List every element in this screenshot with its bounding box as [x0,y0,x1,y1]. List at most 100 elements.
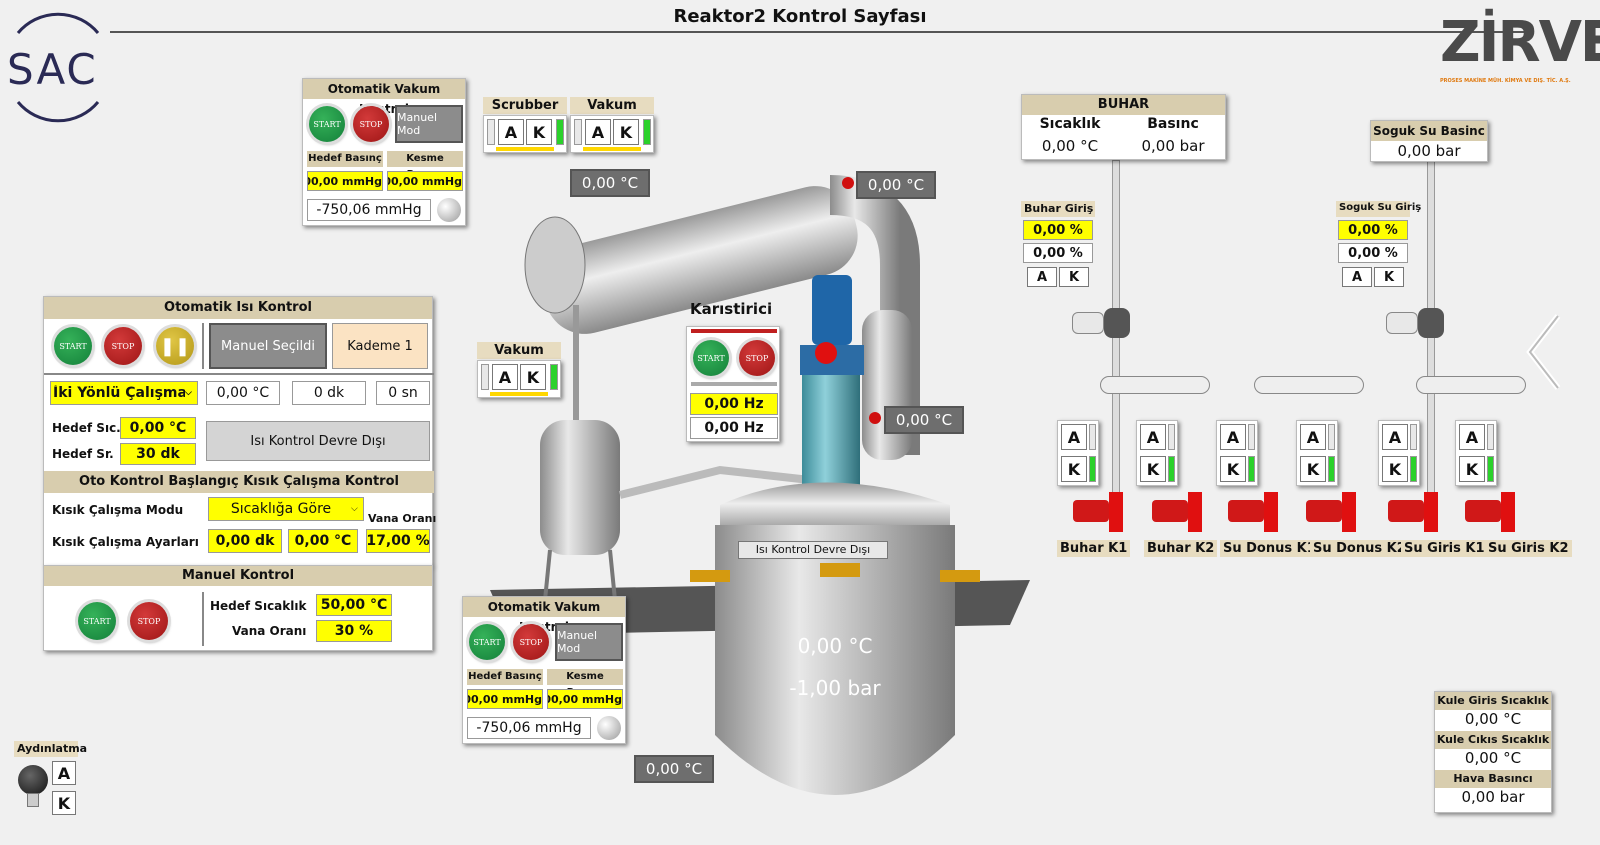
heat-target-temp[interactable]: 0,00 °C [120,417,196,439]
heat-set-valve[interactable]: 17,00 % [366,529,430,553]
sac-logo-ring-icon [16,12,100,123]
valve-buhar-k1-actuator-icon [1073,500,1109,522]
vakum-top-k-button[interactable]: K [613,119,639,145]
valve-su-giris-k1-k-button[interactable]: K [1382,456,1408,482]
heat-manual-selected-button[interactable]: Manuel Seçildi [209,323,327,369]
steam-temp-label: Sıcaklık [1039,116,1101,132]
chevron-left-icon[interactable] [1524,312,1564,392]
vacuum-top-target-value[interactable]: 100,00 mmHg [307,171,383,191]
valve-body-right-icon [1418,308,1444,338]
cold-in-a-button[interactable]: A [1342,267,1372,287]
heat-status: Isı Kontrol Devre Dışı [206,421,430,461]
manual-target-value[interactable]: 50,00 °C [316,594,392,616]
vacuum-bottom-target-value[interactable]: 100,00 mmHg [467,689,543,709]
valve-su-donus-k1-k-button[interactable]: K [1220,456,1246,482]
steam-in-k-button[interactable]: K [1059,267,1089,287]
vacuum-top-manual-button[interactable]: Manuel Mod [395,105,463,143]
heat-set-temp[interactable]: 0,00 °C [288,529,358,553]
valve-su-giris-k2-actuator-icon [1465,500,1501,522]
valve-handle-right-icon [1386,312,1418,334]
chevron-down-icon: ⌵ [351,504,358,514]
zirve-logo: ZİRVE PROSES MAKİNE MÜH. KİMYA VE DIŞ. T… [1440,8,1600,96]
lighting-label: Aydınlatma [14,741,87,757]
valve-buhar-k1-a-bar [1089,424,1096,450]
page-title: Reaktor2 Kontrol Sayfası [673,6,927,27]
manual-valve-label: Vana Oranı [232,624,307,638]
vacuum-top-start-button[interactable]: START [309,106,345,142]
valve-su-giris-k2: A K [1455,420,1555,560]
heat-target-time-label: Hedef Sr. [52,447,114,461]
steam-in-v2: 0,00 % [1023,243,1093,263]
valve-su-donus-k2-k-bar [1328,456,1335,482]
valve-buhar-k2-k-bar [1168,456,1175,482]
heat-start-button[interactable]: START [54,327,92,365]
vacuum-top-cut-value[interactable]: 200,00 mmHg [387,171,463,191]
manual-stop-button[interactable]: STOP [130,602,168,640]
heat-low-mode-select[interactable]: Sıcaklığa Göre⌵ [208,497,364,521]
heat-set-time[interactable]: 0,00 dk [208,529,282,553]
vacuum-bottom-start-button[interactable]: START [469,624,505,660]
heat-target-time[interactable]: 30 dk [120,443,196,465]
vacuum-bottom-stop-button[interactable]: STOP [513,624,549,660]
cold-water-label: Soguk Su Basinc [1371,121,1487,141]
condenser-right-temp: 0,00 °C [856,171,936,199]
lighting-a-button[interactable]: A [52,761,76,785]
header-pipe-3 [1416,376,1526,394]
vacuum-top-indicator-icon [437,198,461,222]
mixer-stop-button[interactable]: STOP [739,340,775,376]
valve-su-donus-k2-a-button[interactable]: A [1300,424,1326,450]
valve-su-giris-k1-caption: Su Giris K1 [1401,540,1488,557]
mixer-panel: START STOP 0,00 Hz 0,00 Hz [686,326,780,442]
heat-mode-select[interactable]: İki Yönlü Çalışma⌵ [50,381,198,405]
heat-stage-button[interactable]: Kademe 1 [332,323,428,369]
valve-buhar-k1-a-button[interactable]: A [1061,424,1087,450]
vakum-top-a-button[interactable]: A [585,119,611,145]
bulb-icon [18,765,48,795]
heat-control-panel: Otomatik Isı Kontrol START STOP ❚❚ Manue… [43,296,436,566]
steam-in-label: Buhar Giriş [1021,201,1095,217]
zirve-logo-text: ZİRVE [1440,10,1600,75]
vacuum-bottom-cut-label: Kesme Basınç [547,669,623,698]
manual-start-button[interactable]: START [78,602,116,640]
valve-su-giris-k2-a-bar [1487,424,1494,450]
valve-su-giris-k2-k-button[interactable]: K [1459,456,1485,482]
steam-panel: BUHAR Sıcaklık Basınc 0,00 °C 0,00 bar [1021,94,1226,160]
valve-su-giris-k1: A K Su Giris K1 [1378,420,1478,560]
tower-panel: Kule Giris Sıcaklık 0,00 °C Kule Cıkıs S… [1434,691,1552,813]
condenser-left-temp: 0,00 °C [570,169,650,197]
valve-su-donus-k1-label: Su Donus K1 [1220,540,1319,557]
valve-su-donus-k2-body-icon [1342,492,1356,532]
vacuum-bottom-cut-value[interactable]: 200,00 mmHg [547,689,623,709]
valve-su-giris-k1-a-bar [1410,424,1417,450]
valve-su-giris-k2-body-icon [1501,492,1515,532]
valve-buhar-k1-k-button[interactable]: K [1061,456,1087,482]
tower-in-label: Kule Giris Sıcaklık [1435,692,1551,710]
valve-su-donus-k1: A K Su Donus K1 [1216,420,1319,560]
scrubber-label: Scrubber [483,97,567,114]
steam-in-a-button[interactable]: A [1027,267,1057,287]
manual-valve-value[interactable]: 30 % [316,620,392,642]
column-temp: 0,00 °C [884,406,964,434]
valve-buhar-k2-a-button[interactable]: A [1140,424,1166,450]
vakum-mid-k-button[interactable]: K [520,364,546,390]
lighting-k-button[interactable]: K [52,791,76,815]
heat-pause-button[interactable]: ❚❚ [156,327,194,365]
valve-su-donus-k1-a-button[interactable]: A [1220,424,1246,450]
scrubber-a-button[interactable]: A [498,119,524,145]
cold-in-k-button[interactable]: K [1374,267,1404,287]
vacuum-bottom-manual-button[interactable]: Manuel Mod [555,623,623,661]
valve-su-donus-k1-switch: A K [1216,420,1258,486]
valve-handle-left-icon [1072,312,1104,334]
vakum-mid-a-button[interactable]: A [492,364,518,390]
valve-su-donus-k2-k-button[interactable]: K [1300,456,1326,482]
valve-buhar-k2-k-button[interactable]: K [1140,456,1166,482]
heat-stop-button[interactable]: STOP [104,327,142,365]
vacuum-top-reading: -750,06 mmHg [307,199,431,221]
title-line [110,31,1530,33]
valve-su-giris-k1-a-button[interactable]: A [1382,424,1408,450]
scrubber-k-button[interactable]: K [526,119,552,145]
valve-su-giris-k2-a-button[interactable]: A [1459,424,1485,450]
valve-su-giris-k1-switch: A K [1378,420,1420,486]
mixer-start-button[interactable]: START [693,340,729,376]
vacuum-top-stop-button[interactable]: STOP [353,106,389,142]
